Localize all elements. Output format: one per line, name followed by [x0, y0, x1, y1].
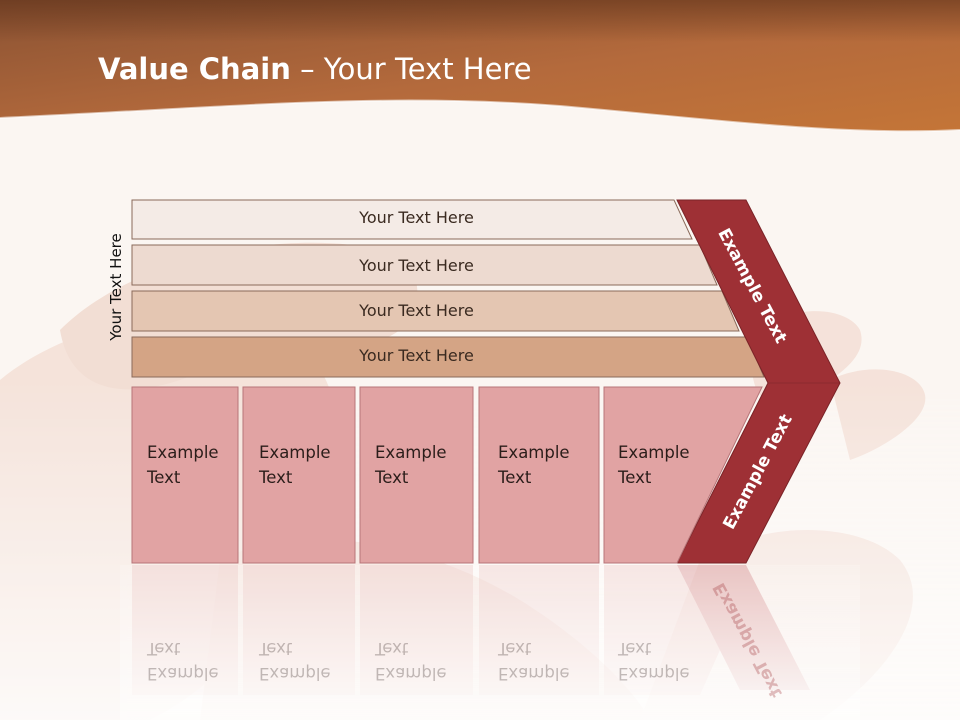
- support-bar-2-label: Your Text Here: [359, 256, 474, 275]
- support-bars: [131, 199, 765, 378]
- reflection-3-line2: Text: [375, 639, 409, 658]
- activity-box-1-label: Example Text: [147, 440, 219, 490]
- reflection-1-line2: Text: [147, 639, 181, 658]
- reflection: [120, 565, 860, 720]
- activity-boxes: [131, 386, 763, 564]
- reflection-1-line1: Example: [147, 664, 219, 683]
- slide-title: Value Chain – Your Text Here: [98, 52, 532, 86]
- activity-box-5-reflection: Example Text: [618, 636, 690, 686]
- title-bold: Value Chain: [98, 52, 291, 86]
- value-chevron: [676, 199, 841, 564]
- activity-box-3: [359, 386, 474, 564]
- activity-box-2-line2: Text: [259, 468, 293, 487]
- support-bar-2: [131, 244, 718, 286]
- activity-box-1-line1: Example: [147, 443, 219, 462]
- activity-box-5: [603, 386, 763, 564]
- activity-box-3-line2: Text: [375, 468, 409, 487]
- vertical-axis-label: Your Text Here: [107, 233, 125, 341]
- activity-box-2-line1: Example: [259, 443, 331, 462]
- title-rest: – Your Text Here: [290, 52, 532, 86]
- activity-box-3-line1: Example: [375, 443, 447, 462]
- activity-box-3-label: Example Text: [375, 440, 447, 490]
- activity-box-1-reflection: Example Text: [147, 636, 219, 686]
- header-band: [0, 0, 960, 133]
- activity-box-4-line1: Example: [498, 443, 570, 462]
- activity-box-3-reflection: Example Text: [375, 636, 447, 686]
- reflection-4-line2: Text: [498, 639, 532, 658]
- support-bar-4: [131, 336, 765, 378]
- reflection-2-line2: Text: [259, 639, 293, 658]
- reflection-5-line1: Example: [618, 664, 690, 683]
- reflection-4-line1: Example: [498, 664, 570, 683]
- support-bar-4-label: Your Text Here: [359, 346, 474, 365]
- activity-box-4: [478, 386, 600, 564]
- support-bar-1-label: Your Text Here: [359, 208, 474, 227]
- activity-box-2-label: Example Text: [259, 440, 331, 490]
- activity-box-5-label: Example Text: [618, 440, 690, 490]
- activity-box-4-line2: Text: [498, 468, 532, 487]
- activity-box-1: [131, 386, 239, 564]
- activity-box-5-line2: Text: [618, 468, 652, 487]
- activity-box-2: [242, 386, 356, 564]
- reflection-3-line1: Example: [375, 664, 447, 683]
- reflection-2-line1: Example: [259, 664, 331, 683]
- activity-box-5-line1: Example: [618, 443, 690, 462]
- support-bar-3: [131, 290, 740, 332]
- reflection-5-line2: Text: [618, 639, 652, 658]
- support-bar-1: [131, 199, 693, 240]
- activity-box-4-label: Example Text: [498, 440, 570, 490]
- activity-box-1-line2: Text: [147, 468, 181, 487]
- support-bar-3-label: Your Text Here: [359, 301, 474, 320]
- activity-box-2-reflection: Example Text: [259, 636, 331, 686]
- activity-box-4-reflection: Example Text: [498, 636, 570, 686]
